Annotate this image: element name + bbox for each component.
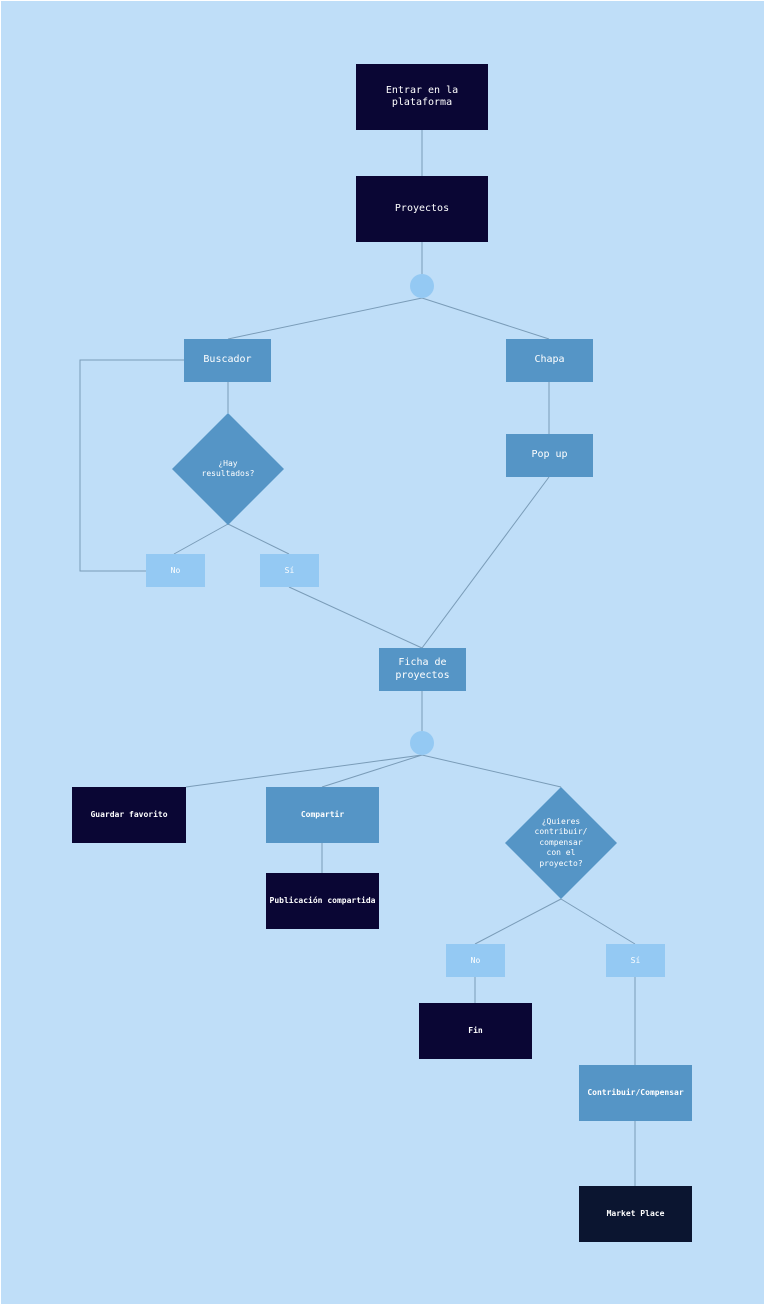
connector	[173, 523, 229, 555]
connector	[227, 523, 290, 555]
ficha-proyectos-node: Ficha de proyectos	[379, 648, 466, 691]
quieres-contribuir-decision: ¿Quieres contribuir/ compensar con el pr…	[505, 787, 617, 899]
market-place-node: Market Place	[579, 1186, 692, 1242]
decision-label: ¿Hay resultados?	[201, 458, 255, 478]
connector	[421, 476, 550, 649]
junction-dot	[410, 731, 434, 755]
popup-node: Pop up	[506, 434, 593, 477]
decision-label: ¿Quieres contribuir/ compensar con el pr…	[534, 817, 588, 868]
hay-resultados-decision: ¿Hay resultados?	[172, 413, 284, 525]
connector	[227, 297, 423, 340]
connector	[321, 754, 423, 788]
junction-dot	[410, 274, 434, 298]
si-branch-label: Sí	[606, 944, 665, 977]
connector	[185, 754, 423, 788]
buscador-node: Buscador	[184, 339, 271, 382]
si-branch-label: Sí	[260, 554, 319, 587]
connector	[288, 586, 423, 649]
no-branch-label: No	[146, 554, 205, 587]
connector	[560, 898, 636, 945]
no-branch-label: No	[446, 944, 505, 977]
connector	[421, 297, 550, 340]
connector	[421, 754, 562, 788]
entrar-plataforma-node: Entrar en la plataforma	[356, 64, 488, 130]
contribuir-compensar-node: Contribuir/Compensar	[579, 1065, 692, 1121]
connector	[474, 898, 562, 945]
proyectos-node: Proyectos	[356, 176, 488, 242]
fin-node: Fin	[419, 1003, 532, 1059]
guardar-favorito-node: Guardar favorito	[72, 787, 186, 843]
chapa-node: Chapa	[506, 339, 593, 382]
connector	[79, 359, 184, 572]
publicacion-compartida-node: Publicación compartida	[266, 873, 379, 929]
compartir-node: Compartir	[266, 787, 379, 843]
